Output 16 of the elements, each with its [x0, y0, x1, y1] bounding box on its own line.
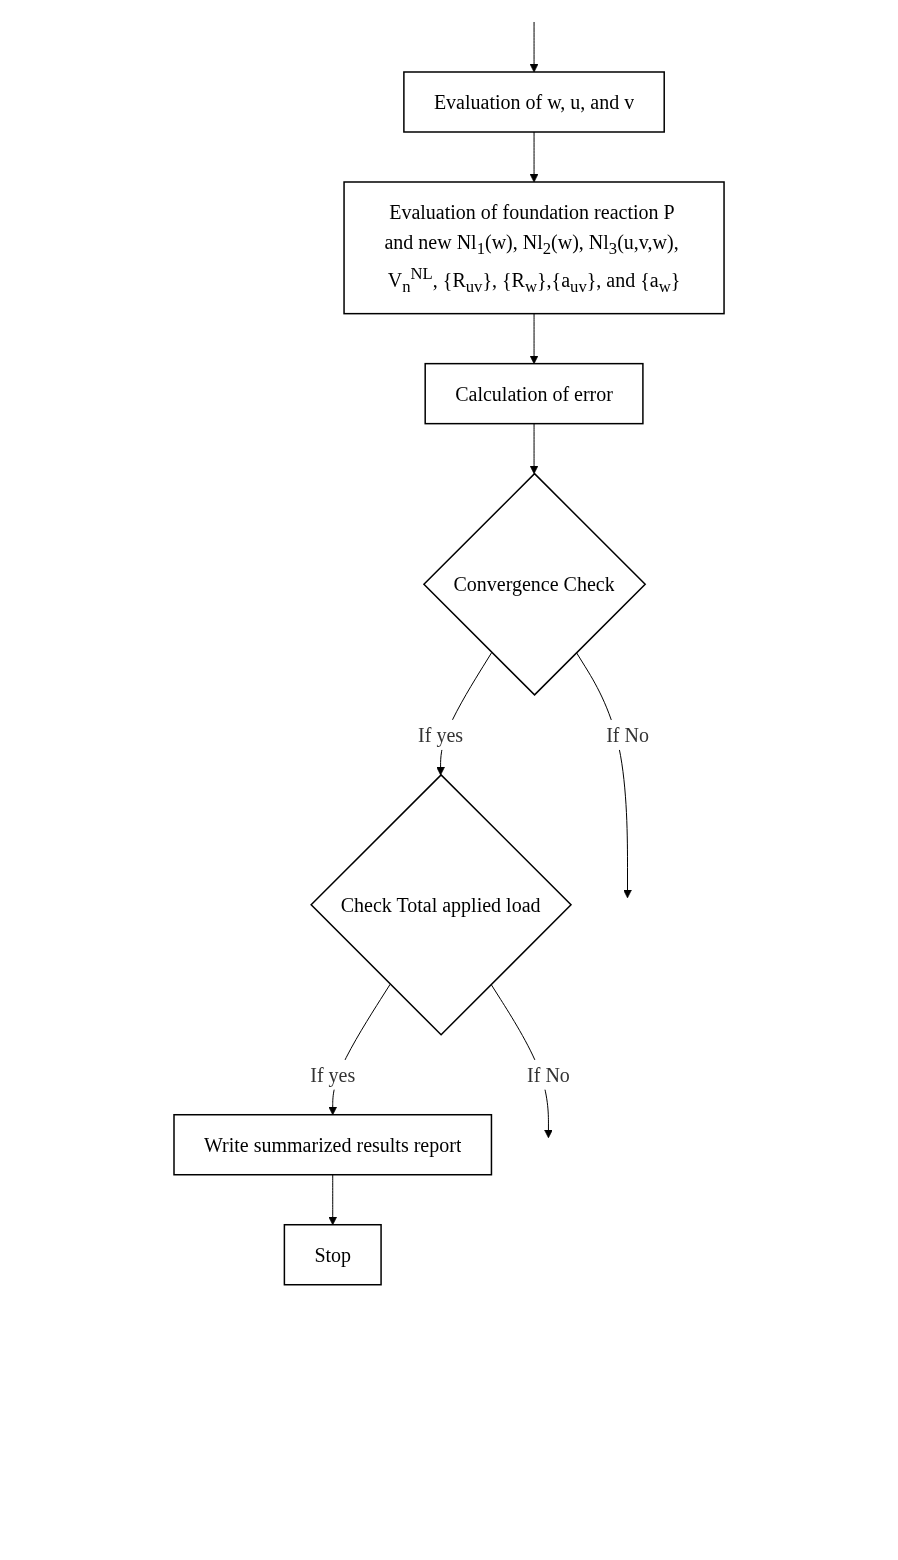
node-box: Write summarized results report — [173, 1114, 493, 1176]
arrow — [529, 21, 539, 73]
arrow — [529, 131, 539, 183]
node-box: Calculation of error — [424, 362, 644, 425]
node-box: Evaluation of foundation reaction P and new Nl$_{1}$(w), Nl$_{2}$(w), Nl$_{3}$(u,v,w), V$_{n}$$^{NL}$, {R$_{uv}$}, {R$_{w}$},{a$_{uv}$}, and {a$_{w}$} — [343, 181, 725, 315]
edge-label: If No — [527, 1063, 570, 1086]
node-diamond: Check Total applied load — [310, 773, 573, 1036]
arrow — [529, 423, 539, 475]
node-box: Evaluation of w, u, and v — [403, 71, 665, 133]
arrow — [529, 313, 539, 365]
edge-label: If yes — [418, 723, 464, 746]
arrow — [328, 1174, 338, 1226]
node-diamond: Convergence Check — [422, 472, 647, 696]
edge-label: If yes — [310, 1063, 356, 1086]
edge-label: If No — [606, 723, 649, 746]
node-box: Stop — [283, 1224, 382, 1286]
